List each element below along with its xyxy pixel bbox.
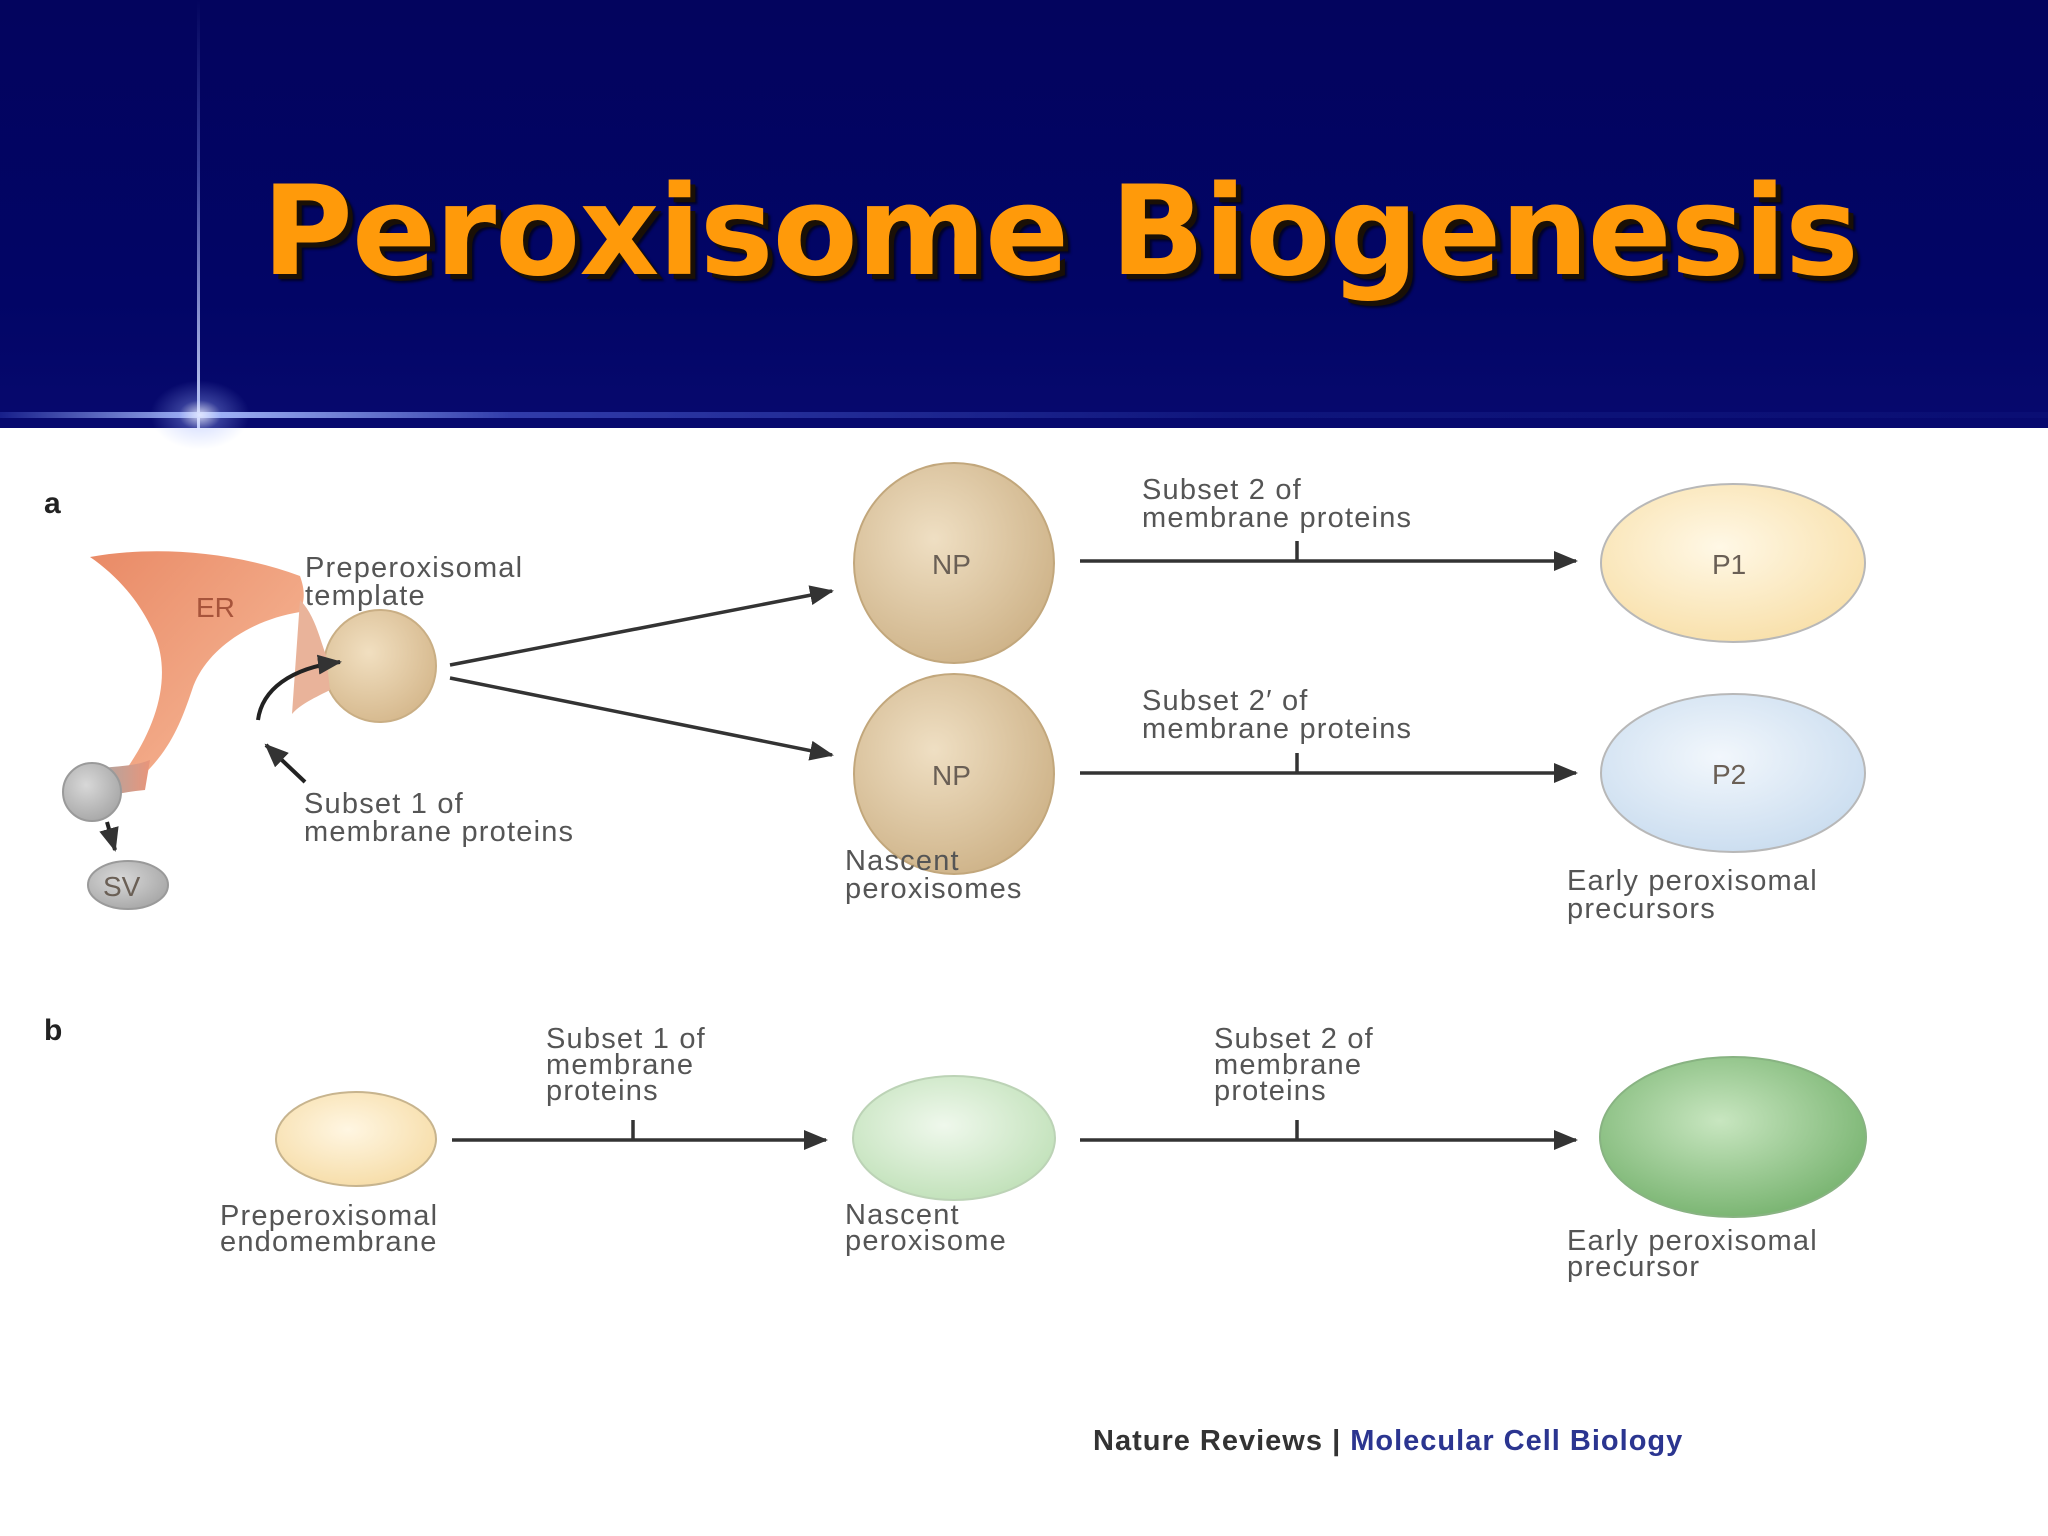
b-subset2-line1: Subset 2 of xyxy=(1214,1023,1374,1055)
b-early-line2: precursor xyxy=(1567,1251,1700,1283)
template-label-line2: template xyxy=(305,580,426,612)
header-vertical-rule xyxy=(197,0,200,428)
subset2prime-label-line2: membrane proteins xyxy=(1142,713,1412,745)
slide-title: Peroxisome Biogenesis xyxy=(262,160,1859,304)
p1-precursor xyxy=(1600,483,1866,643)
template-label-line1: Preperoxisomal xyxy=(305,552,523,584)
early-precursors-line2: precursors xyxy=(1567,893,1716,925)
biogenesis-figure: a ER SV Preperoxisomal template Subset 1… xyxy=(44,462,1867,1457)
np-bottom-label: NP xyxy=(932,760,971,791)
nascent-peroxisome-b xyxy=(852,1075,1056,1201)
er-label: ER xyxy=(196,592,235,623)
header-horizontal-rule xyxy=(0,412,2048,418)
pre-endomembrane-line1: Preperoxisomal xyxy=(220,1200,438,1232)
b-nascent-line1: Nascent xyxy=(845,1199,960,1231)
panel-a-label: a xyxy=(44,487,61,520)
early-precursors-line1: Early peroxisomal xyxy=(1567,865,1818,897)
nascent-peroxisomes-line2: peroxisomes xyxy=(845,873,1023,905)
p1-label: P1 xyxy=(1712,549,1746,580)
source-credit: Nature Reviews | Molecular Cell Biology xyxy=(1093,1425,1683,1457)
source-separator: | xyxy=(1332,1425,1341,1457)
preperoxisomal-endomembrane xyxy=(275,1091,437,1187)
source-section: Molecular Cell Biology xyxy=(1350,1425,1683,1457)
template-neck xyxy=(292,600,330,714)
subset2-label-line2: membrane proteins xyxy=(1142,502,1412,534)
nascent-peroxisomes-line1: Nascent xyxy=(845,845,960,877)
p2-label: P2 xyxy=(1712,759,1746,790)
sv-vesicle xyxy=(87,860,169,910)
b-subset2-line2: membrane xyxy=(1214,1049,1362,1081)
sv-arrow xyxy=(99,821,119,852)
np-bottom xyxy=(853,673,1055,875)
b-subset2-line3: proteins xyxy=(1214,1075,1327,1107)
b-early-line1: Early peroxisomal xyxy=(1567,1225,1818,1257)
b-subset1-line3: proteins xyxy=(546,1075,659,1107)
b-subset1-line2: membrane xyxy=(546,1049,694,1081)
insertion-curved-arrow xyxy=(256,654,342,721)
slide-header: Peroxisome Biogenesis xyxy=(0,0,2048,450)
panel-b-label: b xyxy=(44,1014,62,1047)
arrow-to-np-bottom xyxy=(449,676,834,761)
source-journal: Nature Reviews xyxy=(1093,1425,1323,1457)
subset1-label-line1: Subset 1 of xyxy=(304,788,464,820)
pre-endomembrane-line2: endomembrane xyxy=(220,1226,438,1258)
subset2-label-line1: Subset 2 of xyxy=(1142,474,1302,506)
subset1-label-line2: membrane proteins xyxy=(304,816,574,848)
sv-label: SV xyxy=(103,871,141,902)
header-light-flare xyxy=(150,380,250,450)
subset2prime-label-line1: Subset 2′ of xyxy=(1142,685,1309,717)
arrow-to-np-top xyxy=(449,585,834,667)
b-nascent-line2: peroxisome xyxy=(845,1225,1007,1257)
preperoxisomal-template xyxy=(323,609,437,723)
subset1-pointer-arrow xyxy=(264,743,307,784)
b-subset1-line1: Subset 1 of xyxy=(546,1023,706,1055)
budding-vesicle xyxy=(62,762,122,822)
np-top xyxy=(853,462,1055,664)
np-top-label: NP xyxy=(932,549,971,580)
er-membrane xyxy=(90,551,304,788)
early-precursor-b xyxy=(1599,1056,1867,1218)
p2-precursor xyxy=(1600,693,1866,853)
